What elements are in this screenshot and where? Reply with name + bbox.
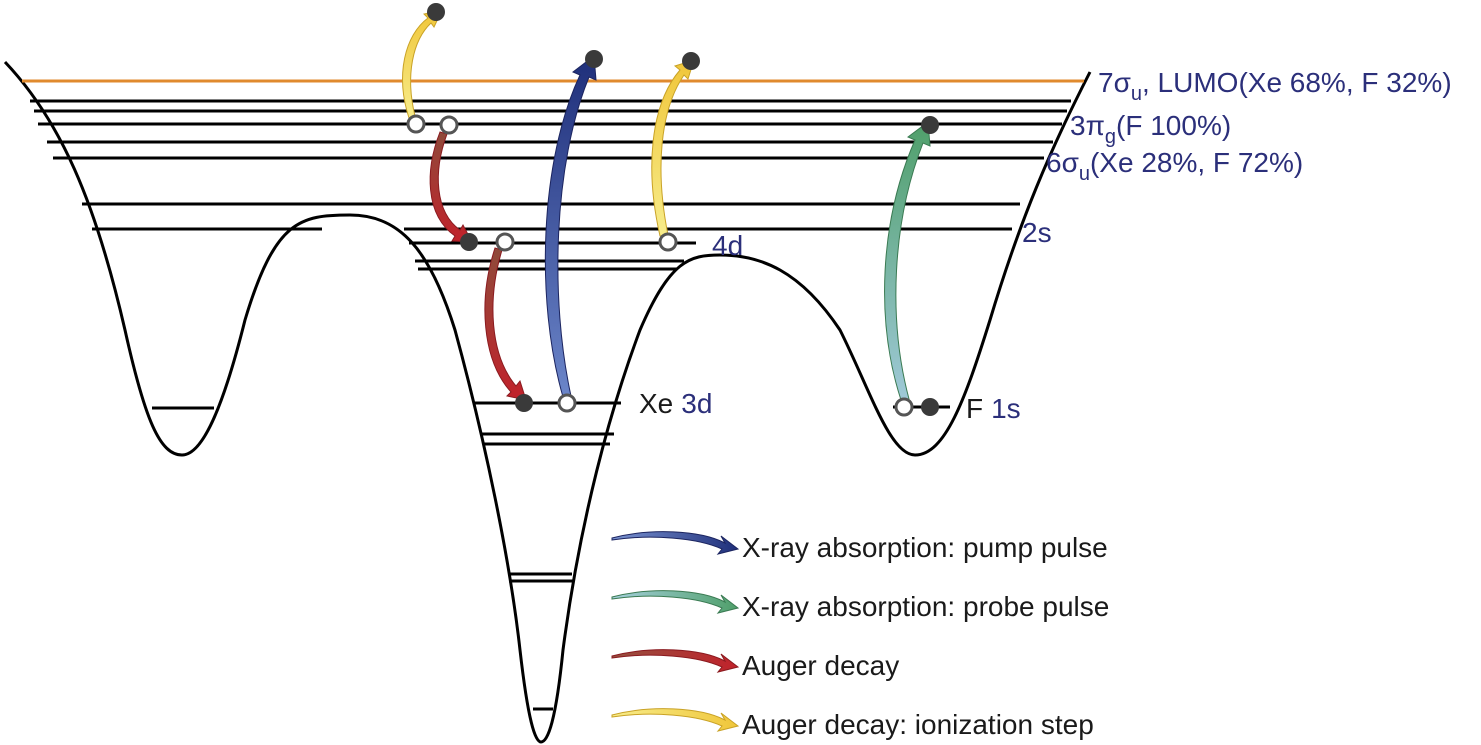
legend-ionization-arrow <box>611 708 740 732</box>
electron <box>682 52 700 70</box>
hole <box>495 232 515 252</box>
probe-arrow <box>884 121 931 401</box>
legend-pump-arrow <box>611 531 740 555</box>
2s-label: 2s <box>1022 217 1052 248</box>
auger-arrow <box>484 247 527 401</box>
lumo-label: 7σu, LUMO(Xe 68%, F 32%) <box>1098 67 1452 105</box>
legend: X-ray absorption: pump pulse X-ray absor… <box>611 531 1109 740</box>
auger-arrow <box>429 131 473 243</box>
ionization-arrow <box>651 59 695 237</box>
pi-label: 3πg(F 100%) <box>1070 110 1231 148</box>
legend-probe-label: X-ray absorption: probe pulse <box>742 591 1109 622</box>
electron <box>921 398 939 416</box>
legend-ionization-label: Auger decay: ionization step <box>742 709 1094 740</box>
electron <box>585 50 603 68</box>
electron <box>427 3 445 21</box>
potential-curve <box>3 60 1092 744</box>
pump-arrow <box>544 55 597 398</box>
electron <box>515 394 533 412</box>
sigma6-label: 6σu(Xe 28%, F 72%) <box>1046 147 1303 185</box>
legend-auger-label: Auger decay <box>742 650 899 681</box>
hole <box>406 114 426 134</box>
legend-auger-arrow <box>611 649 740 673</box>
hole <box>439 115 459 135</box>
electron <box>921 116 939 134</box>
legend-pump-label: X-ray absorption: pump pulse <box>742 532 1108 563</box>
hole <box>557 393 577 413</box>
hole <box>894 397 914 417</box>
4d-label: 4d <box>712 230 743 261</box>
legend-probe-arrow <box>611 590 740 614</box>
electron <box>460 233 478 251</box>
hole <box>658 232 678 252</box>
